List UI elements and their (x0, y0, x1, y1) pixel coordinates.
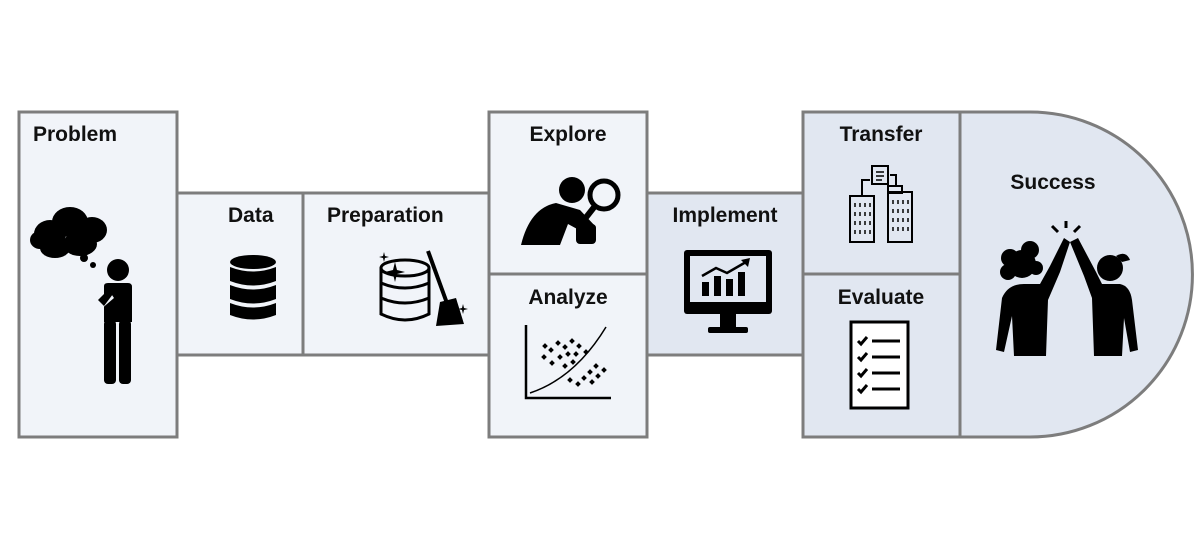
thinking-person-icon (30, 207, 132, 384)
monitor-chart-icon (684, 250, 772, 333)
checklist-icon (849, 320, 910, 410)
high-five-icon (996, 221, 1138, 356)
implement-label: Implement (672, 204, 777, 227)
database-icon (230, 255, 276, 320)
data-label: Data (228, 204, 274, 227)
transfer-box (801, 110, 962, 276)
buildings-transfer-icon (849, 165, 913, 243)
success-box (958, 110, 1194, 439)
explore-label: Explore (529, 123, 606, 146)
analyze-label: Analyze (528, 286, 607, 309)
problem-label: Problem (33, 123, 117, 146)
transfer-label: Transfer (840, 123, 923, 146)
preparation-label: Preparation (327, 204, 444, 227)
scatter-plot-icon (524, 325, 611, 400)
magnifier-person-icon (521, 177, 621, 245)
clean-database-icon (379, 250, 468, 326)
problem-box (17, 110, 179, 439)
success-label: Success (1010, 171, 1095, 194)
evaluate-label: Evaluate (838, 286, 924, 309)
